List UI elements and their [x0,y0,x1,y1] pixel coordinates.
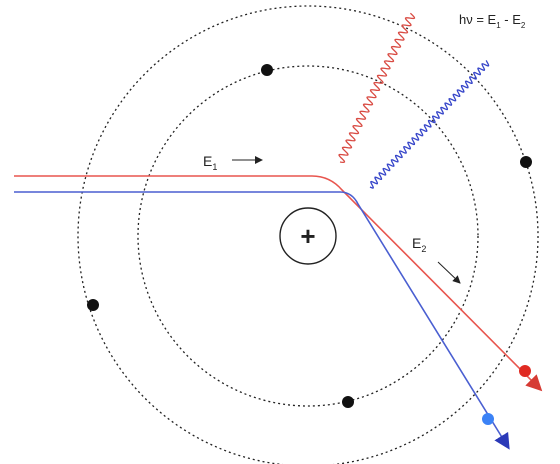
orbital-electron-left [87,299,99,311]
e1-label: E1 [203,153,217,172]
orbital-electron-bottom [342,396,354,408]
orbital-electron-top [261,64,273,76]
red-photon-wave [339,13,414,162]
e2-label: E2 [412,235,426,254]
red-electron [519,365,531,377]
blue-electron-path [14,192,508,447]
blue-electron [482,413,494,425]
photon-energy-formula: hν = E1 - E2 [459,12,526,30]
e2-arrow [438,262,460,283]
blue-photon-wave [370,60,489,188]
red-electron-path [14,176,540,389]
nucleus-symbol: + [300,221,315,251]
orbital-electron-right [520,156,532,168]
